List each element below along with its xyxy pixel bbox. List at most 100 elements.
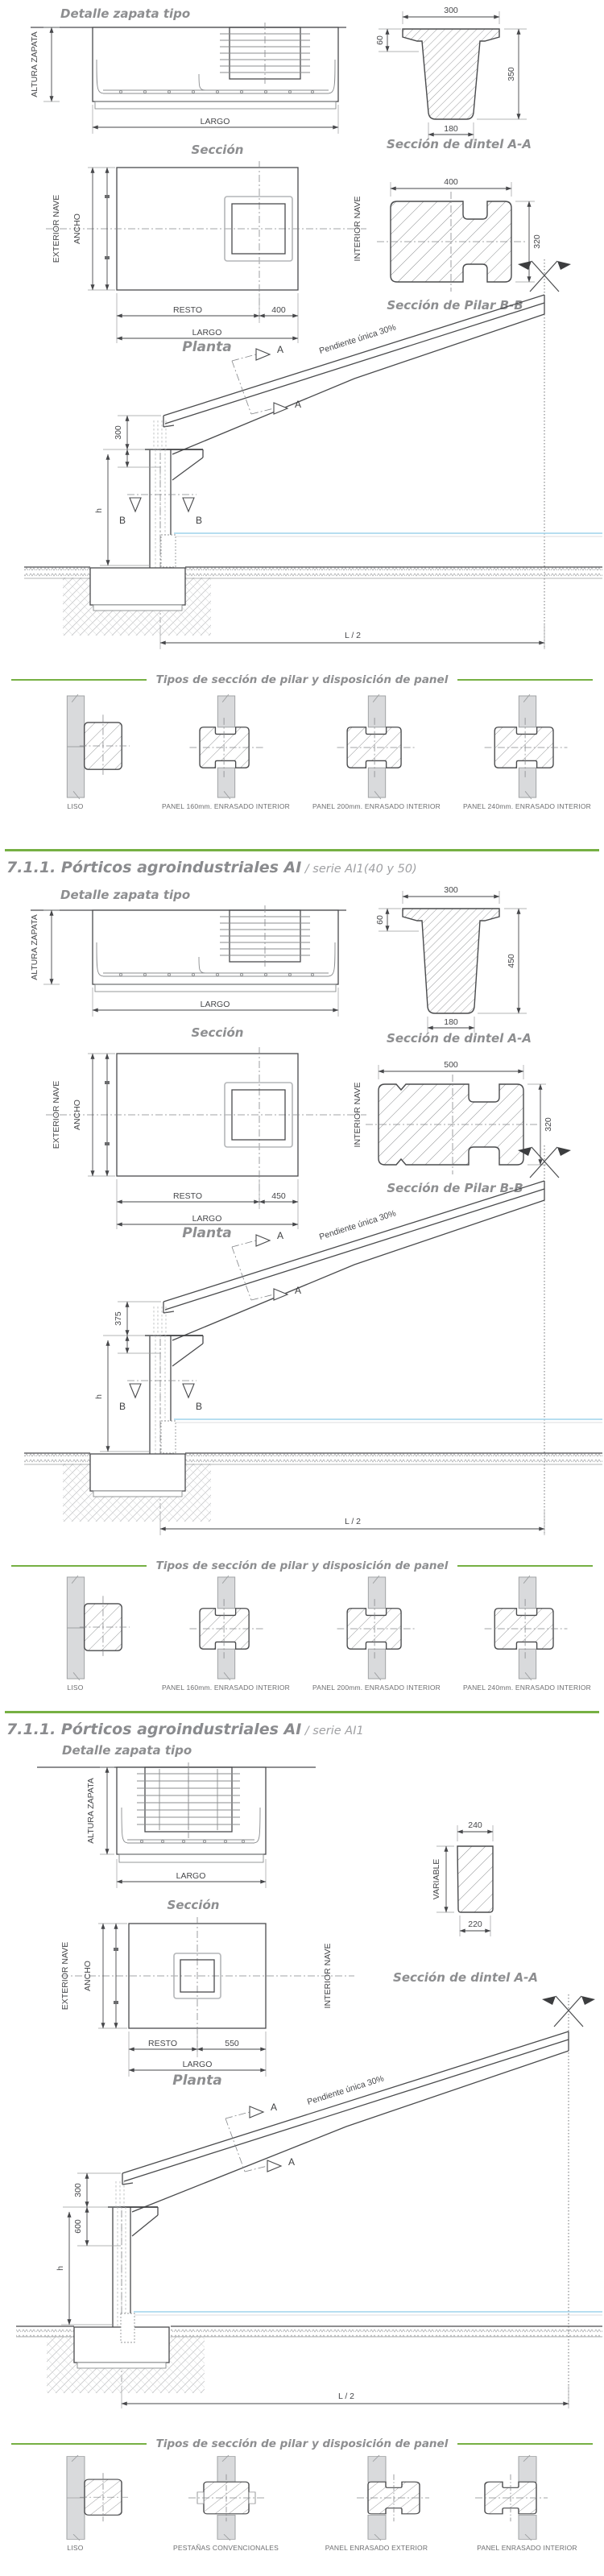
panel-liso-drawing [66,694,130,800]
pilar-height-dim: 320 [532,234,542,249]
zapata-detail-title: Detalle zapata tipo [60,6,191,21]
panel-type-enrasado-exterior: PANEL ENRASADO EXTERIOR [301,2454,452,2552]
exterior-nave-label: EXTERIOR NAVE [52,1081,61,1149]
panel-240-drawing [484,1575,567,1681]
planta-caption: Planta [182,1225,231,1241]
section-arrow-icon [129,1383,142,1399]
panel-type-160: PANEL 160mm. ENRASADO INTERIOR [151,694,301,810]
column-rebar-cage [137,1762,240,1838]
footing-outline-plan [224,196,293,262]
section-b-label: B [119,515,126,526]
roof-beam [163,294,545,455]
offset-dim: 550 [225,2039,239,2048]
panel-types-title: Tipos de sección de pilar y disposición … [155,673,449,686]
dintel-flange-dim: 60 [375,35,385,45]
column-top-dims: 375 [103,1301,161,1354]
separator-line [457,2443,593,2445]
span-dim: L / 2 [159,1511,545,1535]
interior-nave-label: INTERIOR NAVE [353,1083,362,1148]
frame-elevation-drawing: Pendiente única 30% A A 300 600 h [16,1994,602,2408]
panel-type-200: PANEL 200mm. ENRASADO INTERIOR [301,1575,452,1692]
section-arrow-icon [182,1383,195,1399]
section-heading: 7.1.1. Pórticos agroindustriales AI / se… [6,1721,364,1738]
bottom-rebar [96,59,336,94]
heading-series: / serie AI1(40 y 50) [304,863,417,876]
footing-section-drawing: ALTURA ZAPATA LARGO Sección [37,1762,316,1912]
section-arrow-icon [273,1288,289,1301]
panel-types-separator: Tipos de sección de pilar y disposición … [11,673,593,686]
planta-caption: Planta [182,339,231,355]
ancho-label: ANCHO [72,1100,82,1130]
largo-dim: LARGO [183,2060,213,2069]
panel-types-row: LISO PESTAÑAS CONVENCIONALES PANEL ENRAS… [0,2454,604,2552]
ground-and-footing [24,534,602,636]
section-arrow-icon [182,497,195,513]
section-heading: 7.1.1. Pórticos agroindustriales AI / se… [6,859,417,876]
slope-label: Pendiente única 30% [318,322,397,356]
pillar-outline-plan [231,1089,286,1141]
section-arrow-icon [129,497,142,513]
panel-type-200: PANEL 200mm. ENRASADO INTERIOR [301,694,452,810]
bottom-rebar [96,942,336,977]
height-dim: h [56,2266,65,2271]
dintel-top-dim: 300 [444,6,458,15]
section-a-label: A [271,2102,277,2113]
panel-type-240: PANEL 240mm. ENRASADO INTERIOR [452,1575,602,1692]
section-a-label: A [277,1230,283,1241]
ancho-label: ANCHO [72,213,82,244]
section-b-marks: B B [119,494,202,526]
panel-type-liso: LISO [0,694,151,810]
panel-type-160: PANEL 160mm. ENRASADO INTERIOR [151,1575,301,1692]
panel-enrasado-interior-drawing [474,2454,548,2541]
panel-type-liso: LISO [0,1575,151,1692]
section-a-label: A [295,399,301,410]
span-dim: L / 2 [121,2386,569,2408]
offset-dim: 450 [271,1191,286,1201]
separator-line [11,2443,147,2445]
panel-label: PANEL 160mm. ENRASADO INTERIOR [161,802,291,810]
panel-label: LISO [67,802,84,810]
top-dim: 375 [114,1311,123,1326]
section-arrow-icon [273,402,289,415]
footing-section-drawing: ALTURA ZAPATA LARGO Sección [30,905,346,1040]
heading-series: / serie AI1 [304,1725,364,1737]
largo-label: LARGO [201,1000,230,1009]
panel-liso-drawing [66,1575,130,1681]
panel-label: PANEL 200mm. ENRASADO INTERIOR [312,1684,441,1692]
section-arrow-icon [255,1234,271,1247]
panel-label: LISO [67,2544,84,2552]
dintel-bottom-dim: 180 [444,1017,458,1027]
plan-drawing: EXTERIOR NAVE ANCHO INTERIOR NAVE RESTO … [46,1047,366,1241]
panel-types-separator: Tipos de sección de pilar y disposición … [11,2437,593,2450]
section-rule [5,1711,599,1713]
panel-label: PANEL 160mm. ENRASADO INTERIOR [161,1684,291,1692]
pilar-height-dim: 320 [544,1117,553,1132]
section-a-marks: A A [225,2102,295,2172]
panel-type-pestanas: PESTAÑAS CONVENCIONALES [151,2454,301,2552]
plan-drawing: EXTERIOR NAVE ANCHO INTERIOR NAVE RESTO … [46,161,366,355]
span-label: L / 2 [345,1517,361,1526]
section-b-label: B [196,1401,202,1412]
panel-types-separator: Tipos de sección de pilar y disposición … [11,1559,593,1572]
seccion-caption: Sección [168,1898,220,1912]
column-top-dims: 300 [103,415,161,468]
resto-dim: RESTO [148,2039,177,2048]
exterior-nave-label: EXTERIOR NAVE [52,195,61,263]
panel-label: PANEL 200mm. ENRASADO INTERIOR [312,802,441,810]
resto-dim: RESTO [173,1191,202,1201]
seccion-caption: Sección [192,1025,244,1040]
panel-type-liso: LISO [0,2454,151,2552]
dintel-height-dim: VARIABLE [432,1859,441,1900]
panel-label: PANEL ENRASADO EXTERIOR [325,2544,428,2552]
footing-outline-plan [224,1082,293,1148]
span-label: L / 2 [345,631,361,640]
panel-enrasado-exterior-drawing [356,2454,429,2541]
pilar-caption: Sección de Pilar B-B [387,298,523,313]
column-rebar-cage [220,905,310,967]
panel-240-drawing [484,694,567,800]
frame-elevation-drawing: Pendiente única 30% A A 375 h [24,1145,602,1535]
panel-pestanas-drawing [188,2454,264,2541]
panel-label: PESTAÑAS CONVENCIONALES [172,2544,279,2552]
section-cut-flags-icon [518,260,571,292]
